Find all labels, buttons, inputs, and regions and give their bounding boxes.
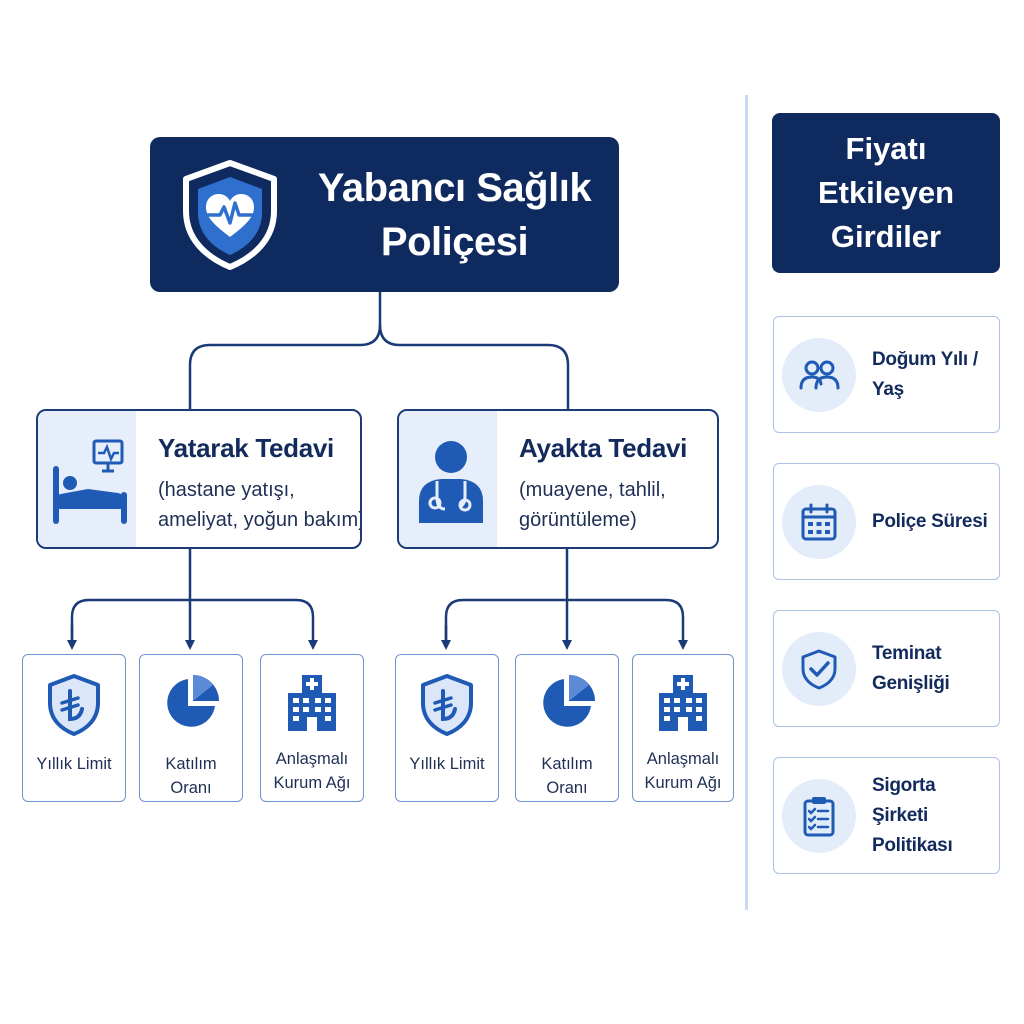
inpatient-network-card: Anlaşmalı Kurum Ağı — [260, 654, 364, 802]
inpatient-copay-card: Katılım Oranı — [139, 654, 243, 802]
outpatient-network-card: Anlaşmalı Kurum Ağı — [632, 654, 734, 802]
outpatient-treatment-box: Ayakta Tedavi (muayene, tahlil, görüntül… — [397, 409, 719, 549]
pricing-inputs-heading: Fiyatı Etkileyen Girdiler — [772, 113, 1000, 273]
hospital-building-icon — [659, 675, 707, 731]
pricing-input-coverage: Teminat Genişliği — [773, 610, 1000, 727]
outpatient-desc-line-1: (muayene, tahlil, — [519, 479, 666, 501]
pricing-input-policy-term: Poliçe Süresi — [773, 463, 1000, 580]
clipboard-checklist-icon — [803, 796, 835, 836]
hospital-building-icon — [288, 675, 336, 731]
title-line-1: Yabancı Sağlık — [317, 165, 592, 210]
inpatient-treatment-box: Yatarak Tedavi (hastane yatışı, ameliyat… — [36, 409, 362, 549]
shield-heart-icon — [183, 160, 277, 270]
people-icon — [799, 360, 840, 389]
side-label-line-1: Doğum Yılı / — [872, 348, 978, 370]
leaf-label-line-1: Katılım Oranı — [165, 755, 217, 797]
leaf-label-line-1: Anlaşmalı — [646, 750, 720, 768]
leaf-label-line-2: Kurum Ağı — [273, 774, 351, 792]
heading-line-1: Fiyatı — [845, 131, 927, 166]
heading-line-3: Girdiler — [830, 219, 942, 254]
side-label-line-2: Politikası — [872, 834, 953, 856]
inpatient-desc-line-1: (hastane yatışı, — [158, 479, 295, 501]
inpatient-title: Yatarak Tedavi — [158, 433, 334, 463]
side-label-line-1: Teminat — [872, 642, 942, 664]
side-label-line-2: Yaş — [872, 378, 904, 400]
outpatient-annual-limit-card: Yıllık Limit — [395, 654, 499, 802]
leaf-label-line-1: Yıllık Limit — [36, 755, 112, 773]
leaf-label-line-1: Katılım Oranı — [541, 755, 593, 797]
leaf-label-line-2: Kurum Ağı — [644, 774, 722, 792]
pricing-input-insurer-policy: Sigorta Şirketi Politikası — [773, 757, 1000, 874]
lira-shield-icon — [421, 674, 473, 736]
title-line-2: Poliçesi — [380, 219, 529, 264]
heading-line-2: Etkileyen — [817, 175, 955, 210]
leaf-label-line-1: Yıllık Limit — [409, 755, 485, 773]
outpatient-desc-line-2: görüntüleme) — [519, 509, 637, 531]
outpatient-title: Ayakta Tedavi — [519, 433, 688, 463]
inpatient-annual-limit-card: Yıllık Limit — [22, 654, 126, 802]
calendar-icon — [801, 503, 837, 540]
hospital-bed-monitor-icon — [53, 439, 127, 524]
side-label-line-2: Genişliği — [872, 672, 950, 694]
leaf-label-line-1: Anlaşmalı — [275, 750, 349, 768]
side-label-line-1: Sigorta Şirketi — [872, 774, 936, 826]
side-label-line-1: Poliçe Süresi — [872, 510, 988, 532]
pie-chart-icon — [167, 675, 219, 727]
shield-check-icon — [801, 649, 837, 689]
pie-chart-icon — [543, 675, 595, 727]
tree-connectors — [67, 292, 688, 650]
pricing-input-age: Doğum Yılı / Yaş — [773, 316, 1000, 433]
policy-title-box: Yabancı Sağlık Poliçesi — [150, 137, 619, 292]
lira-shield-icon — [48, 674, 100, 736]
sidebar-divider — [745, 95, 748, 910]
inpatient-desc-line-2: ameliyat, yoğun bakım) — [158, 509, 362, 531]
doctor-stethoscope-icon — [419, 441, 483, 523]
outpatient-copay-card: Katılım Oranı — [515, 654, 619, 802]
